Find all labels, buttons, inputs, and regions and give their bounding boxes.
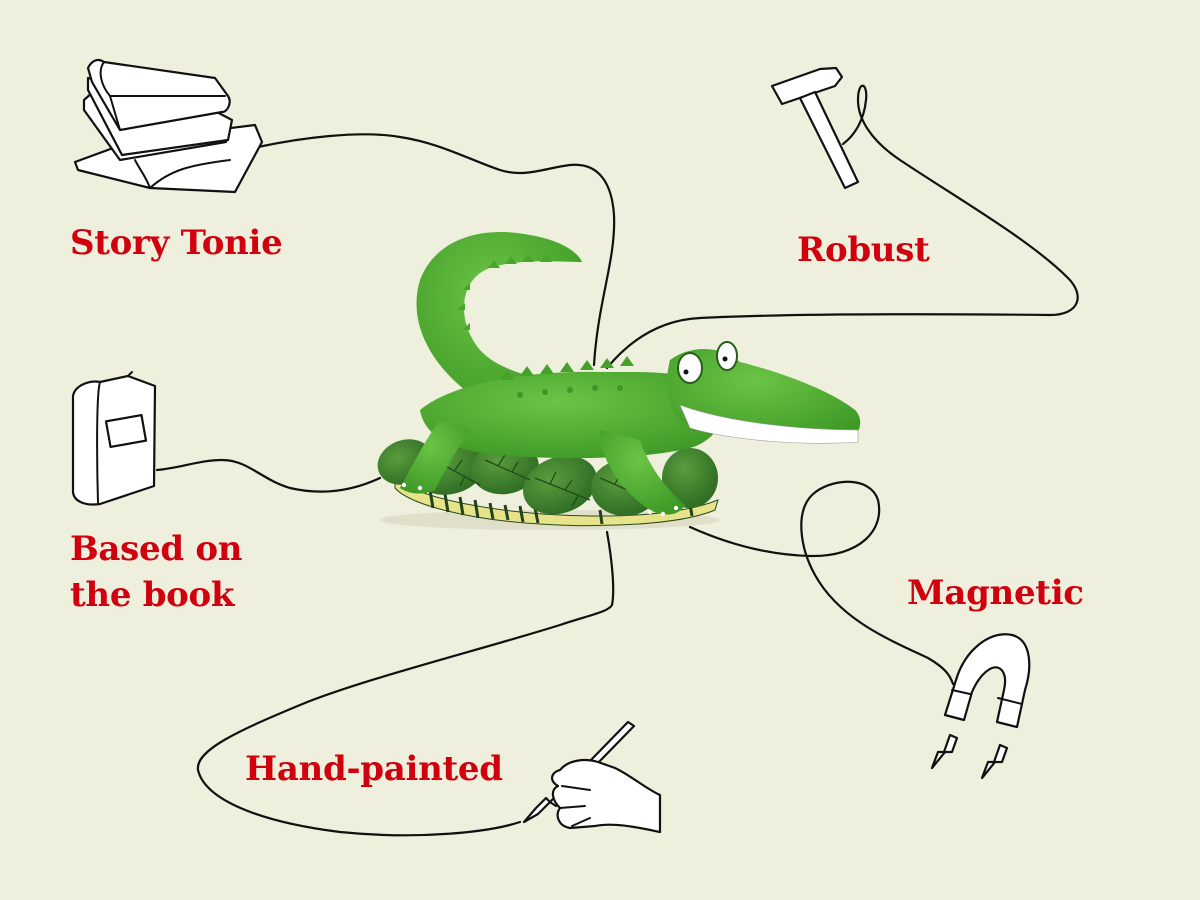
label-story-tonie: Story Tonie bbox=[70, 223, 283, 263]
label-magnetic: Magnetic bbox=[907, 573, 1084, 613]
connector-robust bbox=[605, 84, 1079, 370]
label-based-on-book-line-1: Based on bbox=[70, 529, 243, 569]
label-based-on-book-line-2: the book bbox=[70, 575, 235, 615]
connector-hand-painted bbox=[196, 530, 615, 837]
label-robust: Robust bbox=[797, 230, 930, 270]
base-stripes bbox=[428, 489, 694, 525]
label-based-on-book: Based on the book bbox=[70, 526, 242, 618]
connector-story-tonie bbox=[256, 133, 616, 367]
connector-magnetic bbox=[688, 480, 955, 686]
connector-based-on-book bbox=[155, 458, 382, 493]
label-hand-painted: Hand-painted bbox=[245, 749, 503, 789]
leaves bbox=[377, 439, 718, 516]
